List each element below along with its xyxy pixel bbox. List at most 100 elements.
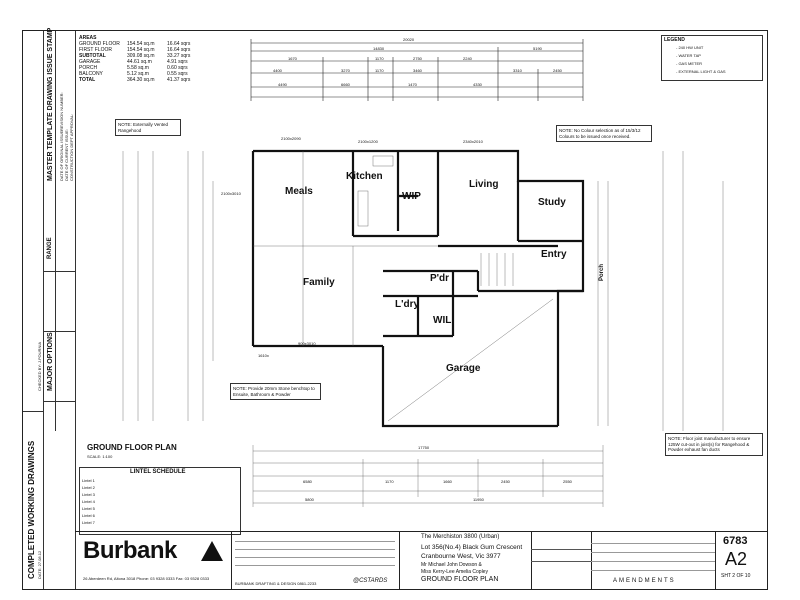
window-code-2: 2100x1200 bbox=[358, 139, 378, 144]
room-wil: WIL bbox=[433, 315, 452, 326]
room-kitchen: Kitchen bbox=[346, 171, 383, 182]
room-garage: Garage bbox=[446, 363, 481, 374]
lintel-row-4: Lintel 5 bbox=[82, 506, 95, 511]
brand-address: 26 Aberdeen Rd, Altona 3018 Phone: 03 93… bbox=[83, 576, 210, 581]
dim-bottom1-2: 1660 bbox=[443, 479, 452, 484]
area-name-3: GARAGE bbox=[79, 59, 101, 65]
dim-row2-0: 1670 bbox=[288, 56, 297, 61]
window-code-0: 2100x2090 bbox=[281, 136, 301, 141]
dim-bottom1-0: 6580 bbox=[303, 479, 312, 484]
sheet-size: A2 bbox=[725, 549, 748, 569]
legend-item-1: - WATER TAP bbox=[676, 53, 701, 58]
dim-5190: 5190 bbox=[533, 46, 542, 51]
area-m2-4: 5.58 sq.m bbox=[127, 65, 149, 71]
area-name-6: TOTAL bbox=[79, 77, 96, 83]
room-study: Study bbox=[538, 197, 566, 208]
room-pdr: P'dr bbox=[430, 273, 450, 284]
house-design: The Merchiston 3800 (Urban) bbox=[421, 534, 500, 540]
dim-row2-3: 2240 bbox=[463, 56, 472, 61]
dim-bottom2-0: 5800 bbox=[305, 497, 314, 502]
area-m2-2: 309.08 sq.m bbox=[127, 53, 155, 59]
note-stone-benchtop: NOTE: Provide 20mm Stone benchtop to Ens… bbox=[230, 383, 321, 400]
room-meals: Meals bbox=[285, 186, 313, 197]
area-name-4: PORCH bbox=[79, 65, 98, 71]
logo-triangle-icon bbox=[201, 541, 223, 561]
area-sq-6: 41.37 sqrs bbox=[167, 77, 191, 83]
lot-address: Lot 356(No.4) Black Gum Crescent bbox=[421, 544, 523, 551]
area-name-2: SUBTOTAL bbox=[79, 53, 106, 59]
window-code-1: 2100x3010 bbox=[221, 191, 241, 196]
area-sq-0: 16.64 sqrs bbox=[167, 41, 191, 47]
dim-bottom2-1: 11950 bbox=[473, 497, 484, 502]
area-sq-3: 4.91 sqrs bbox=[167, 59, 188, 65]
logo-text: Burbank bbox=[83, 537, 177, 564]
room-family: Family bbox=[303, 277, 335, 288]
dim-14830: 14830 bbox=[373, 46, 385, 51]
dim-row4-1: 6660 bbox=[341, 82, 350, 87]
dim-row4-3: 4330 bbox=[473, 82, 482, 87]
lintel-row-1: Lintel 2 bbox=[82, 485, 95, 490]
plan-title: GROUND FLOOR PLAN bbox=[87, 443, 177, 452]
dim-row3-4: 3310 bbox=[513, 68, 522, 73]
drafting-line: BURBANK DRAFTING & DESIGN 0861-2233 bbox=[235, 581, 317, 586]
dim-bottom1-4: 2550 bbox=[563, 479, 572, 484]
area-name-0: GROUND FLOOR bbox=[79, 41, 120, 47]
areas-heading: AREAS bbox=[79, 35, 97, 41]
lintel-row-2: Lintel 3 bbox=[82, 492, 95, 497]
note-floor-joist: NOTE: Floor joist manufacturer to ensure… bbox=[665, 433, 763, 456]
dim-row3-2: 1170 bbox=[375, 68, 384, 73]
area-m2-0: 154.54 sq.m bbox=[127, 41, 155, 47]
lintel-row-5: Lintel 6 bbox=[82, 513, 95, 518]
dim-row3-0: 4400 bbox=[273, 68, 282, 73]
window-code-5: 1610x bbox=[258, 353, 269, 358]
floor-plan-drawing bbox=[122, 39, 724, 507]
dim-row4-2: 1470 bbox=[408, 82, 417, 87]
drawing-sheet: COMPLETED WORKING DRAWINGS CHECKED BY: J… bbox=[22, 28, 768, 590]
room-porch: Porch bbox=[599, 263, 605, 281]
lintel-row-3: Lintel 4 bbox=[82, 499, 95, 504]
area-m2-6: 364.30 sq.m bbox=[127, 77, 155, 83]
area-name-1: FIRST FLOOR bbox=[79, 47, 112, 53]
room-wip: WIP bbox=[402, 191, 421, 202]
sheet-number: SHT 2 OF 10 bbox=[721, 573, 751, 579]
dim-overall-bottom: 17750 bbox=[418, 445, 430, 450]
lintel-schedule: LINTEL SCHEDULE Lintel 1 Lintel 2 Lintel… bbox=[79, 467, 241, 535]
note-rangehood: NOTE: Externally Vented Rangehood bbox=[115, 119, 181, 136]
client-1: Mr Michael John Dowson & bbox=[421, 562, 482, 568]
area-m2-3: 44.61 sq.m bbox=[127, 59, 152, 65]
note-colour-selection: NOTE: No Colour selection as of 15/3/12 … bbox=[556, 125, 652, 142]
dim-bottom1-1: 1170 bbox=[385, 479, 394, 484]
room-ldry: L'dry bbox=[395, 299, 420, 310]
dim-row3-3: 3460 bbox=[413, 68, 422, 73]
window-code-3: 2340x2010 bbox=[463, 139, 483, 144]
area-sq-5: 0.55 sqrs bbox=[167, 71, 188, 77]
area-sq-1: 16.64 sqrs bbox=[167, 47, 191, 53]
burbank-logo: Burbank bbox=[83, 537, 223, 571]
issue-stamp-column: COMPLETED WORKING DRAWINGS CHECKED BY: J… bbox=[23, 28, 76, 589]
legend-item-2: - GAS METER bbox=[676, 61, 703, 66]
dim-row4-0: 4490 bbox=[278, 82, 287, 87]
sheet-title: GROUND FLOOR PLAN bbox=[421, 576, 499, 583]
legend-title: LEGEND bbox=[664, 37, 685, 43]
amendments-label: AMENDMENTS bbox=[613, 578, 676, 584]
signature: @CSTARDS bbox=[353, 578, 388, 584]
area-sq-2: 33.27 sqrs bbox=[167, 53, 191, 59]
room-living: Living bbox=[469, 179, 499, 190]
dim-row3-5: 2450 bbox=[553, 68, 562, 73]
area-m2-1: 154.54 sq.m bbox=[127, 47, 155, 53]
dim-row2-1: 1170 bbox=[375, 56, 384, 61]
lintel-row-0: Lintel 1 bbox=[82, 478, 95, 483]
legend-item-0: - 240 HW UNIT bbox=[676, 45, 704, 50]
dim-row2-2: 2750 bbox=[413, 56, 422, 61]
area-m2-5: 5.12 sq.m bbox=[127, 71, 149, 77]
job-number: 6783 bbox=[723, 535, 748, 547]
suburb: Cranbourne West, Vic 3977 bbox=[421, 553, 501, 560]
legend-box: LEGEND - 240 HW UNIT - WATER TAP - GAS M… bbox=[661, 35, 763, 81]
dim-overall-top: 20020 bbox=[403, 37, 415, 42]
dim-bottom1-3: 2450 bbox=[501, 479, 510, 484]
area-sq-4: 0.60 sqrs bbox=[167, 65, 188, 71]
window-code-4: 900x3010 bbox=[298, 341, 316, 346]
room-entry: Entry bbox=[541, 249, 567, 260]
area-name-5: BALCONY bbox=[79, 71, 103, 77]
dim-row3-1: 3270 bbox=[341, 68, 350, 73]
